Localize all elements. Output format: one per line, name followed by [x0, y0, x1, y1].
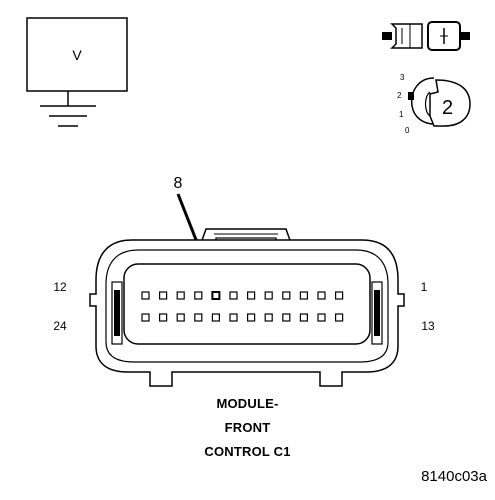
pin-cavity-3 [299, 291, 308, 300]
pin-cavity-17 [264, 313, 273, 322]
pin-cavity-19 [229, 313, 238, 322]
pin-cavity-7 [229, 291, 238, 300]
connector-caption-line-2: FRONT [224, 420, 271, 435]
connector-caption-line-1: MODULE- [216, 396, 279, 411]
connector-body [89, 228, 405, 387]
pin-cavity-9 [194, 291, 203, 300]
pin-cavity-15 [299, 313, 308, 322]
pin-cavity-23 [159, 313, 168, 322]
key-position-1: 1 [399, 110, 404, 119]
pin-cavity-16 [282, 313, 291, 322]
ground-icon [40, 105, 96, 127]
key-position-2: 2 [397, 91, 402, 100]
pin-cavity-5 [264, 291, 273, 300]
pin-cavity-18 [247, 313, 256, 322]
connector-caption-line-3: CONTROL C1 [204, 444, 291, 459]
pin-cavity-13 [335, 313, 344, 322]
pin-cavity-14 [317, 313, 326, 322]
pin-cavity-10 [176, 291, 185, 300]
ignition-key-icon: 3 2 1 0 2 [397, 73, 471, 135]
pin-cavity-12 [141, 291, 150, 300]
pin-cavity-20 [211, 313, 220, 322]
voltmeter-symbol: V [26, 17, 128, 127]
pin-cavity-4 [282, 291, 291, 300]
pin-cavity-8 [211, 291, 221, 300]
pin-cavity-24 [141, 313, 150, 322]
connector-plug-icon [382, 21, 470, 51]
key-position-3: 3 [400, 73, 405, 82]
pin-label-bottom-right: 13 [421, 319, 435, 333]
pin-grid [141, 291, 344, 322]
key-position-0: 0 [405, 126, 410, 135]
voltmeter-label: V [72, 47, 82, 63]
pin-label-bottom-left: 24 [53, 319, 67, 333]
pin-cavity-1 [335, 291, 344, 300]
pin-label-top-left: 12 [53, 280, 67, 294]
pin-label-top-right: 1 [421, 280, 428, 294]
pin-cavity-11 [159, 291, 168, 300]
pin-cavity-2 [317, 291, 326, 300]
key-position-current: 2 [442, 97, 453, 119]
figure-id: 8140c03a [421, 468, 487, 485]
voltmeter-box [26, 17, 128, 92]
pointer-pin-label: 8 [174, 175, 183, 192]
pin-cavity-21 [194, 313, 203, 322]
pin-cavity-22 [176, 313, 185, 322]
pin-cavity-6 [247, 291, 256, 300]
